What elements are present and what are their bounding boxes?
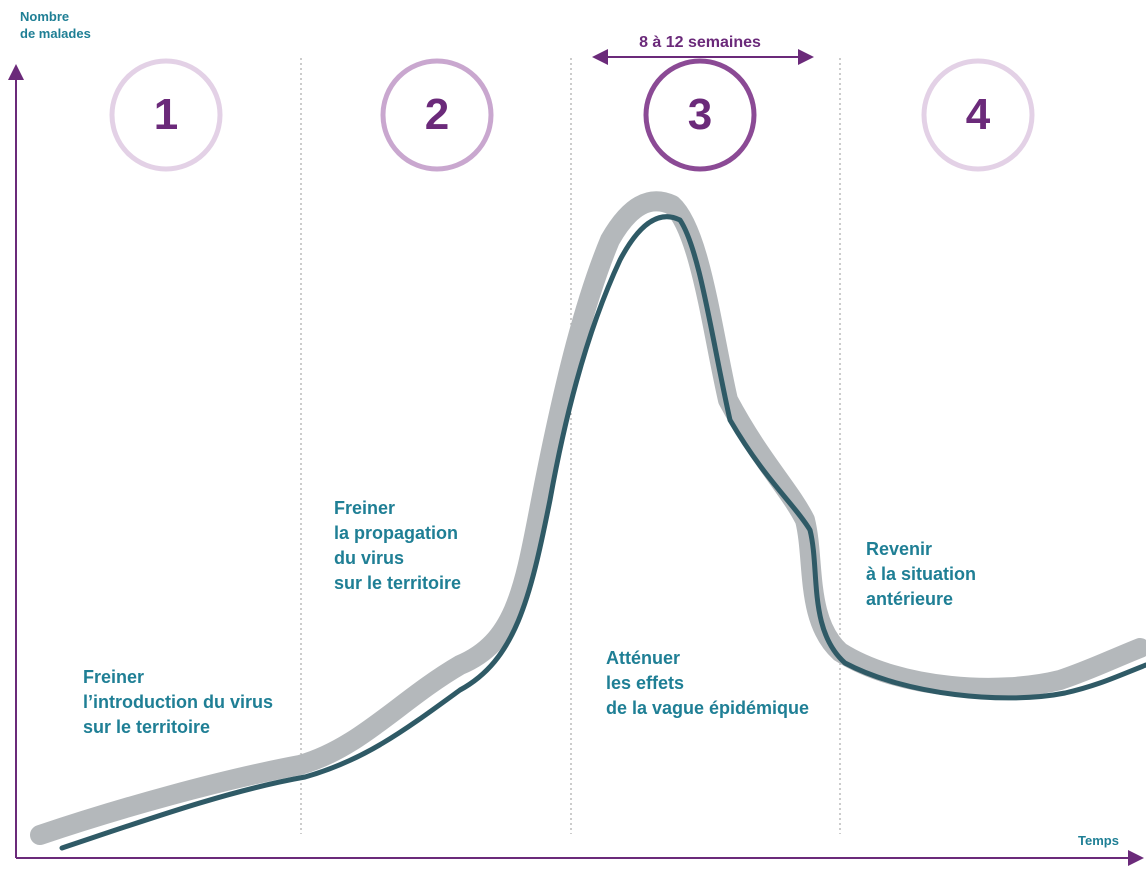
x-axis-label: Temps bbox=[1078, 833, 1119, 848]
phase-2-number: 2 bbox=[424, 90, 450, 139]
epidemic-curve-band bbox=[30, 191, 1146, 845]
phase-3-circle bbox=[643, 58, 757, 172]
phase-1-number: 1 bbox=[153, 90, 179, 139]
phase-4-line-2: à la situation bbox=[866, 564, 977, 584]
duration-arrow-left-head bbox=[592, 49, 608, 65]
y-axis-label-line-2: de malades bbox=[20, 26, 91, 41]
phase-4-number: 4 bbox=[965, 90, 991, 139]
phase-2-line-1: Freiner bbox=[334, 498, 396, 518]
phase-1-line-3: sur le territoire bbox=[83, 717, 211, 737]
duration-label: 8 à 12 semaines bbox=[639, 34, 761, 51]
epidemic-curve-line bbox=[59, 214, 1146, 851]
phase-3-line-2: les effets bbox=[606, 673, 685, 693]
phase-1-line-1: Freiner bbox=[83, 667, 145, 687]
phase-2-circle bbox=[380, 58, 494, 172]
y-axis-label: Nombre de malades bbox=[20, 8, 91, 42]
duration-arrow-right-head bbox=[798, 49, 814, 65]
phase-1-description: Freiner l’introduction du virus sur le t… bbox=[83, 665, 273, 740]
phase-1-circle bbox=[109, 58, 223, 172]
y-axis-arrowhead bbox=[8, 64, 24, 80]
phase-4-line-1: Revenir bbox=[866, 539, 933, 559]
phase-4-description: Revenir à la situation antérieure bbox=[866, 537, 976, 612]
phase-3-description: Atténuer les effets de la vague épidémiq… bbox=[606, 646, 809, 721]
phase-4-circle bbox=[921, 58, 1035, 172]
phase-2-line-4: sur le territoire bbox=[334, 573, 462, 593]
phase-2-description: Freiner la propagation du virus sur le t… bbox=[334, 496, 461, 596]
phase-3-line-3: de la vague épidémique bbox=[606, 698, 810, 718]
phase-3-number: 3 bbox=[687, 90, 713, 139]
phase-2-line-2: la propagation bbox=[334, 523, 459, 543]
y-axis-label-line-1: Nombre bbox=[20, 9, 70, 24]
phase-4-line-3: antérieure bbox=[866, 589, 954, 609]
x-axis-arrowhead bbox=[1128, 850, 1144, 866]
phase-1-line-2: l’introduction du virus bbox=[83, 692, 273, 712]
phase-3-line-1: Atténuer bbox=[606, 648, 681, 668]
phase-2-line-3: du virus bbox=[334, 548, 405, 568]
